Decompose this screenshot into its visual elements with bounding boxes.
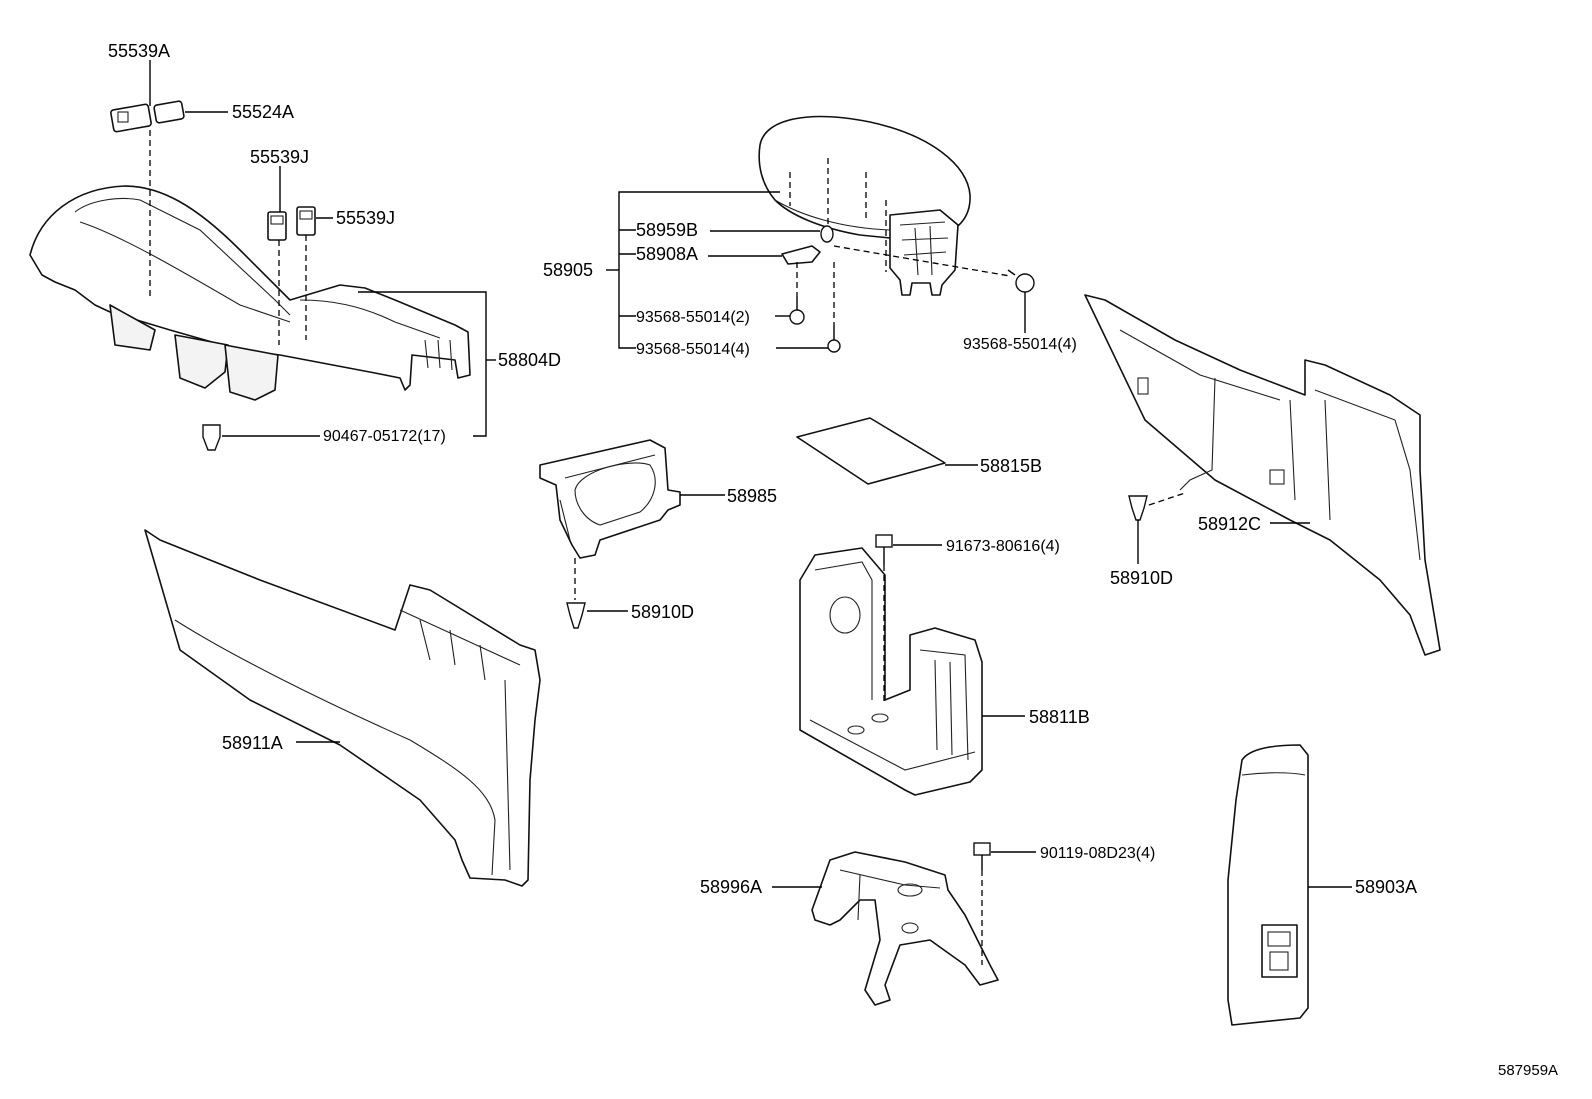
console-side-panel-right[interactable]	[1084, 294, 1441, 656]
callout-58804D: 58804D	[498, 350, 561, 370]
bolt-90119-icon[interactable]	[973, 842, 991, 870]
clip-58910D-mid-icon[interactable]	[566, 602, 586, 629]
callout-91673-80616: 91673-80616(4)	[946, 538, 1060, 555]
switch-55539J-a[interactable]	[267, 211, 287, 241]
callout-58911A: 58911A	[222, 733, 283, 753]
screw-93568-c-icon[interactable]	[1007, 269, 1035, 293]
callout-58815B: 58815B	[980, 456, 1042, 476]
console-box-body[interactable]	[799, 547, 983, 796]
clip-90467-icon[interactable]	[202, 424, 221, 451]
armrest-lid[interactable]	[758, 115, 971, 296]
callout-93568-55014-4b: 93568-55014(4)	[963, 336, 1077, 353]
callout-90119-08D23: 90119-08D23(4)	[1040, 845, 1155, 862]
callout-58910D-right: 58910D	[1110, 568, 1173, 588]
console-upper-panel[interactable]	[29, 185, 471, 401]
callout-58811B: 58811B	[1029, 707, 1090, 727]
callout-55539J-side: 55539J	[336, 208, 395, 228]
callout-58959B: 58959B	[636, 220, 698, 240]
mounting-bracket[interactable]	[811, 851, 999, 1006]
callout-58985: 58985	[727, 486, 777, 506]
callout-58908A: 58908A	[636, 244, 698, 264]
switch-55539J-b[interactable]	[296, 206, 316, 236]
screw-93568-a-icon[interactable]	[789, 296, 805, 325]
callout-90467-05172: 90467-05172(17)	[323, 428, 446, 445]
switch-55539A[interactable]	[110, 103, 152, 133]
rear-panel[interactable]	[1227, 744, 1309, 1026]
stopper-58908A[interactable]	[781, 245, 821, 265]
callout-55539J-top: 55539J	[250, 147, 309, 167]
console-side-panel-left[interactable]	[144, 529, 541, 887]
callout-58905: 58905	[543, 260, 593, 280]
callout-58903A: 58903A	[1355, 877, 1417, 897]
callout-58910D-mid: 58910D	[631, 602, 694, 622]
bolt-91673-icon[interactable]	[875, 534, 893, 565]
callout-93568-55014-4a: 93568-55014(4)	[636, 341, 750, 358]
clip-58910D-right-icon[interactable]	[1128, 495, 1148, 521]
callout-93568-55014-2: 93568-55014(2)	[636, 309, 750, 326]
switch-55524A[interactable]	[153, 100, 185, 124]
cushion-58959B[interactable]	[820, 225, 834, 243]
callout-58996A: 58996A	[700, 877, 762, 897]
callout-58912C: 58912C	[1198, 514, 1261, 534]
diagram-reference-code: 587959A	[1498, 1062, 1558, 1079]
callout-55524A: 55524A	[232, 102, 294, 122]
mat-sheet[interactable]	[796, 417, 946, 485]
console-bracket[interactable]	[539, 439, 681, 559]
screw-93568-b-icon[interactable]	[827, 325, 841, 353]
callout-55539A: 55539A	[108, 41, 170, 61]
